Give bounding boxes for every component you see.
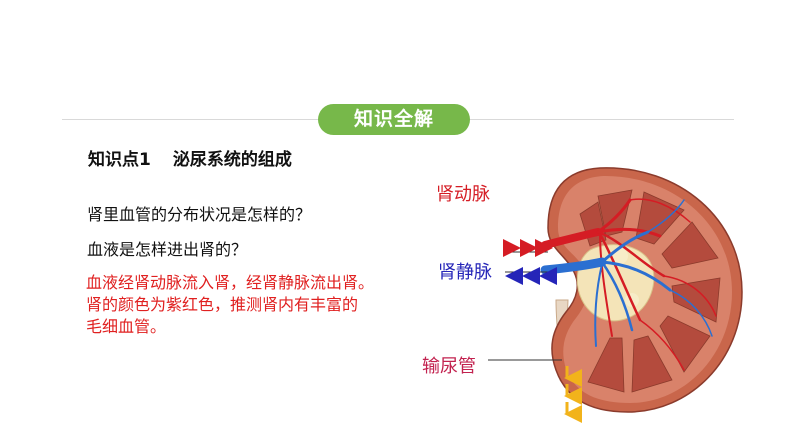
- renal-artery-label: 肾动脉: [436, 184, 490, 205]
- answer-line-1: 血液经肾动脉流入肾，经肾静脉流出肾。: [86, 273, 375, 292]
- kidney-diagram: [488, 167, 743, 423]
- section-title: 泌尿系统的组成: [172, 150, 292, 170]
- section-heading: 知识点1 泌尿系统的组成: [88, 145, 292, 170]
- ureter-label: 输尿管: [422, 356, 476, 377]
- answer-text: 血液经肾动脉流入肾，经肾静脉流出肾。 肾的颜色为紫红色，推测肾内有丰富的 毛细血…: [86, 272, 426, 338]
- answer-line-2: 肾的颜色为紫红色，推测肾内有丰富的: [86, 295, 359, 314]
- question-1: 肾里血管的分布状况是怎样的？: [87, 205, 312, 224]
- question-2: 血液是怎样进出肾的？: [87, 240, 248, 259]
- answer-line-3: 毛细血管。: [86, 317, 167, 336]
- section-badge: 知识全解: [318, 104, 470, 135]
- renal-vein-label: 肾静脉: [438, 262, 492, 283]
- section-number: 知识点1: [88, 150, 151, 170]
